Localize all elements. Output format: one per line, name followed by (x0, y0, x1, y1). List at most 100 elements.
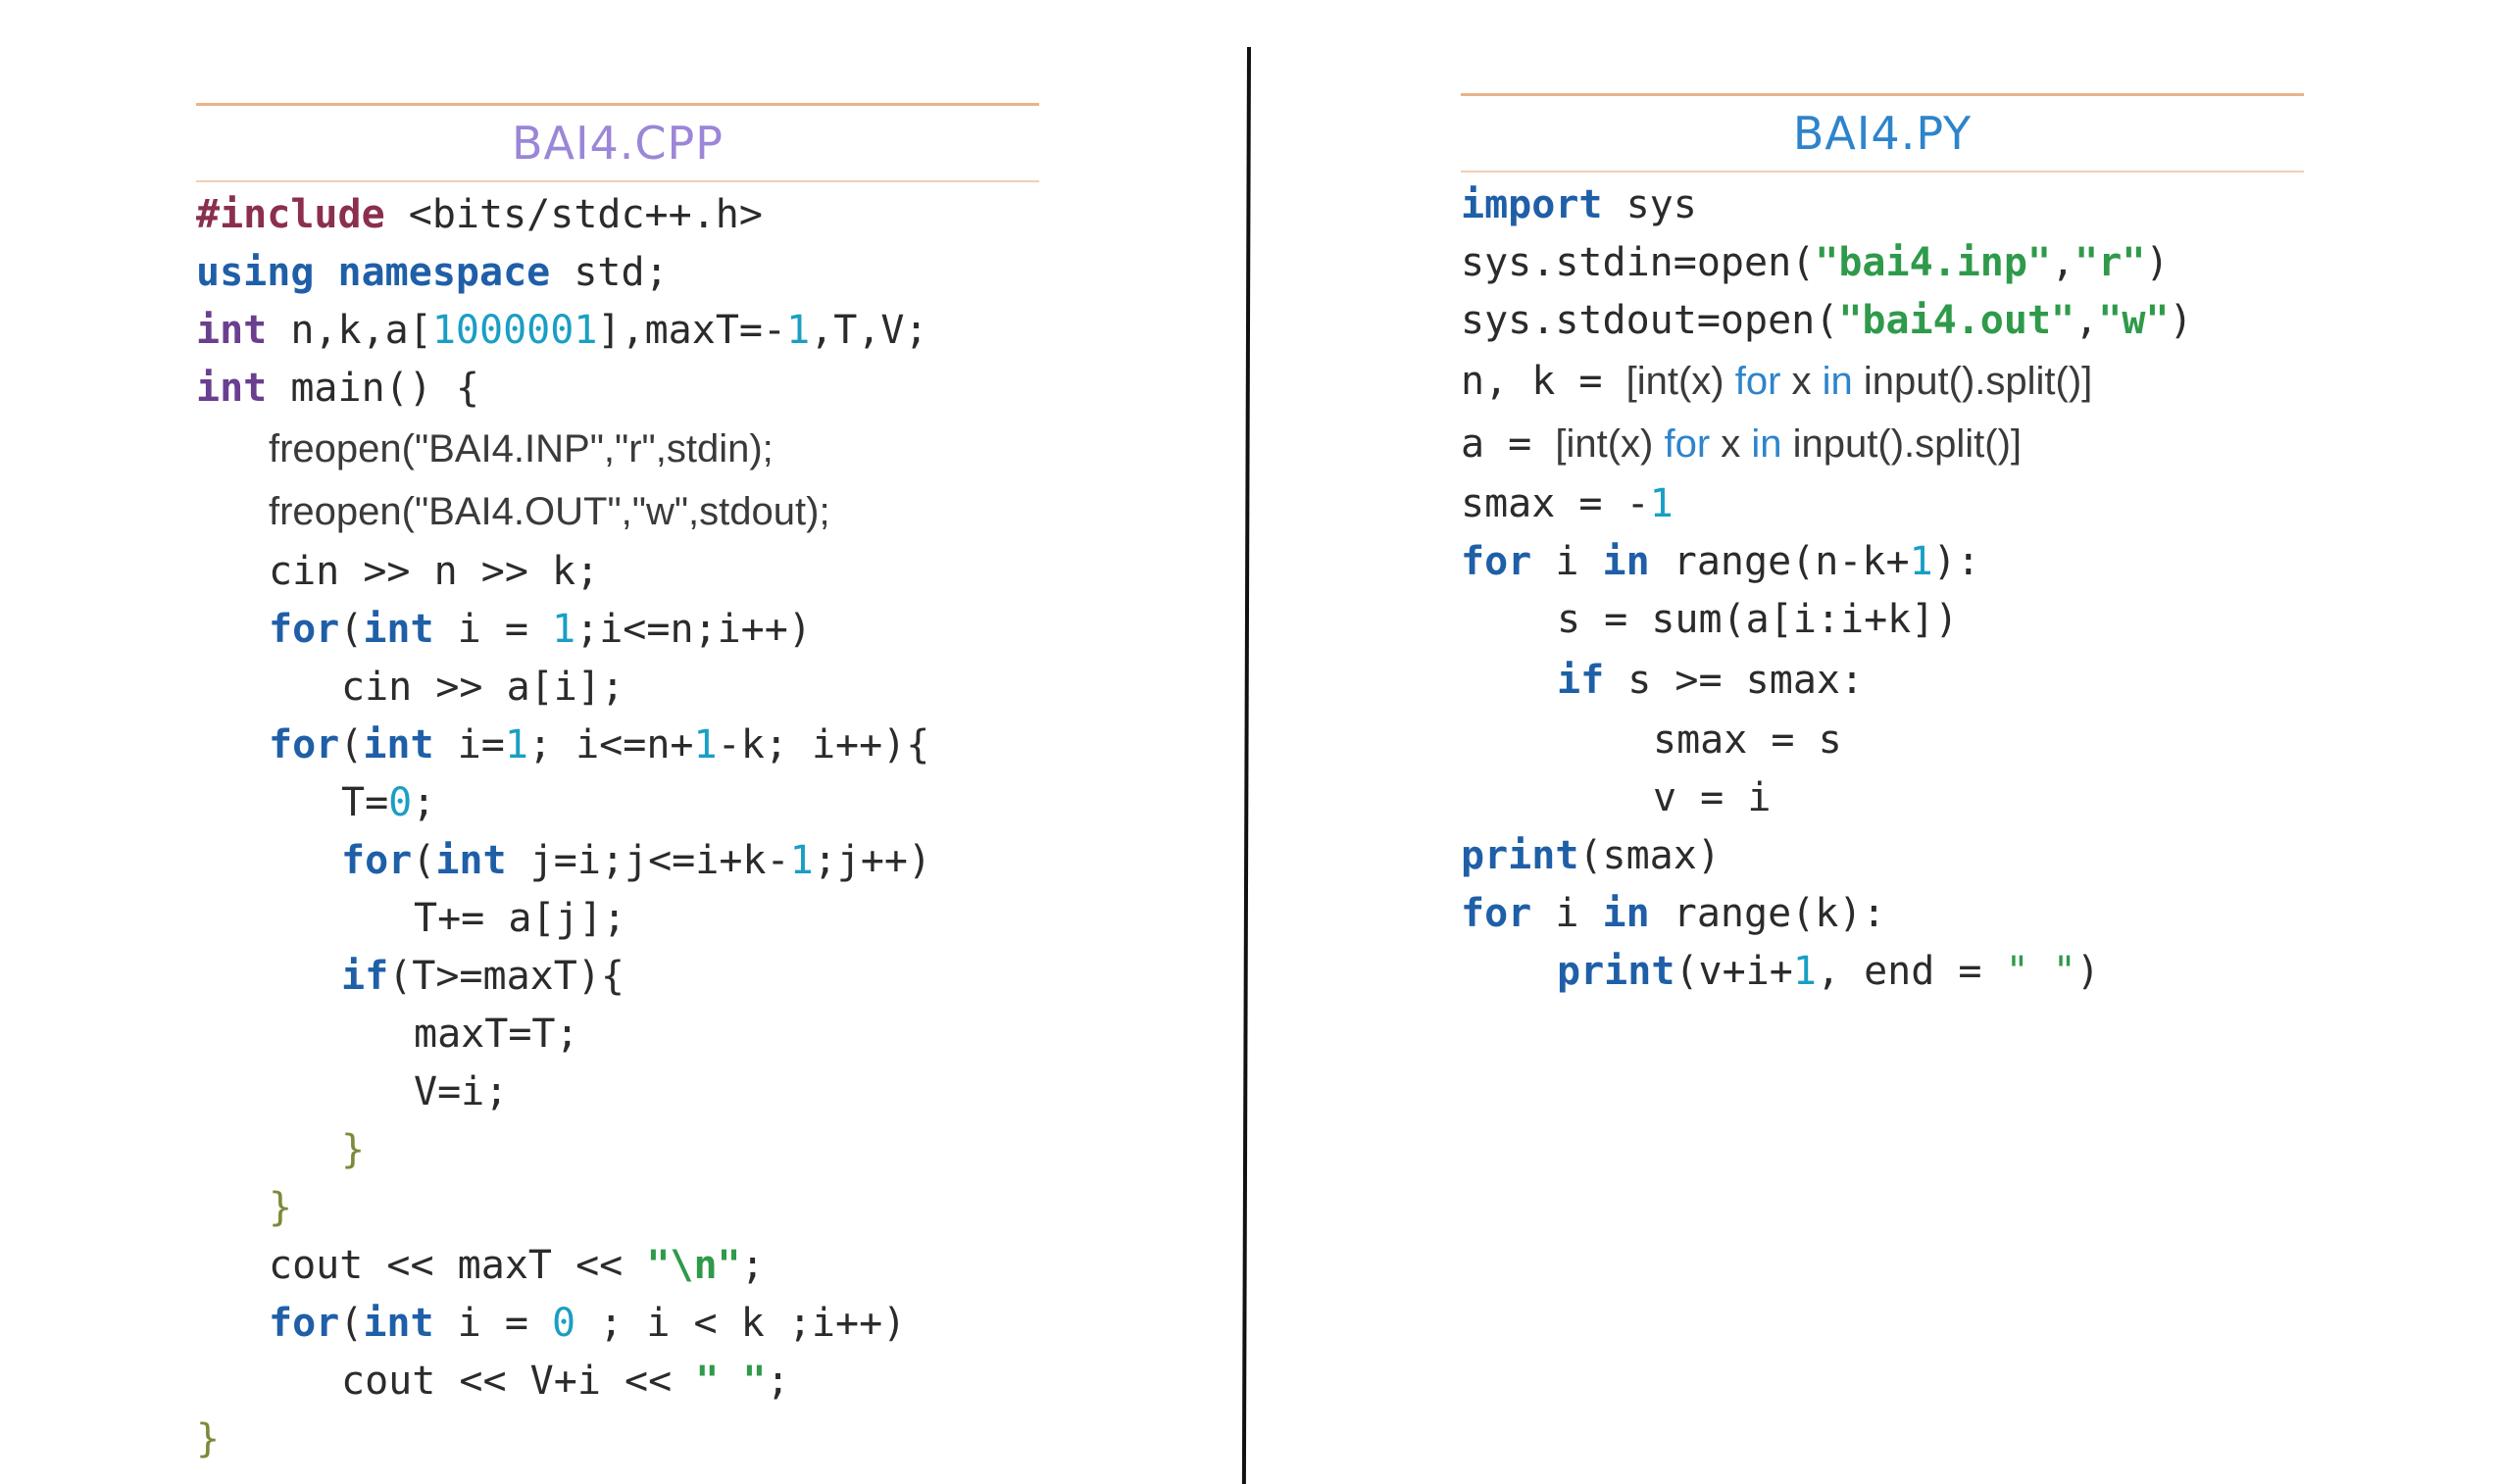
cpp-code-token: for (269, 722, 340, 767)
cpp-code-token: T+= a[j]; (414, 896, 626, 941)
cpp-code-token: int (196, 308, 268, 353)
cpp-code-token: n,k,a[ (267, 308, 432, 353)
py-code-line: n, k = [int(x) for x in input().split()] (1461, 350, 2304, 413)
py-code-token: x (1780, 360, 1823, 403)
cpp-code-token: ( (339, 722, 364, 767)
cpp-code-token: int (196, 366, 268, 411)
cpp-code-token: for (269, 1301, 340, 1346)
py-code-token: "r" (2074, 240, 2146, 285)
cpp-code-token: ( (339, 1301, 364, 1346)
cpp-code-token: } (269, 1185, 293, 1230)
py-code-token: 1 (1792, 949, 1817, 994)
py-code-token: sys (1602, 182, 1697, 227)
cpp-code-token: ,T,V; (810, 308, 928, 353)
py-code-line: sys.stdin=open("bai4.inp","r") (1461, 234, 2304, 292)
cpp-code-line: } (196, 1179, 1039, 1237)
py-code-line: print(smax) (1461, 827, 2304, 885)
cpp-code-token: 1 (789, 838, 814, 883)
cpp-code-token: if (341, 954, 389, 999)
cpp-code-token: using namespace (196, 250, 551, 295)
cpp-code-token: 0 (388, 780, 413, 825)
cpp-code-line: freopen("BAI4.INP","r",stdin); (196, 418, 1039, 480)
py-code-token: for (1734, 360, 1781, 403)
cpp-code-token: 1 (552, 607, 576, 652)
cpp-code-line: cout << V+i << " "; (196, 1353, 1039, 1410)
cpp-code-token: std; (550, 250, 669, 295)
py-code-token: , end = (1816, 949, 2006, 994)
cpp-code-token: cout << V+i << (341, 1359, 696, 1404)
py-code-token: for (1461, 891, 1532, 936)
python-title-bottom-rule (1461, 171, 2304, 173)
cpp-code-token: ; (412, 780, 436, 825)
cpp-code-line: #include <bits/stdc++.h> (196, 186, 1039, 244)
cpp-code-line: cin >> n >> k; (196, 543, 1039, 601)
py-code-token: v = i (1653, 775, 1772, 820)
py-code-token: i (1531, 539, 1603, 584)
py-code-line: if s >= smax: (1461, 649, 2304, 712)
cpp-code-token: main() { (267, 366, 479, 411)
py-code-token: input().split()] (1852, 360, 2093, 403)
cpp-code-token: #include (196, 192, 385, 237)
py-code-line: print(v+i+1, end = " ") (1461, 943, 2304, 1001)
cpp-code-token: "\n" (646, 1243, 741, 1288)
cpp-title-bottom-rule (196, 180, 1039, 182)
cpp-code-token: 1 (693, 722, 718, 767)
cpp-code-line: } (196, 1410, 1039, 1468)
cpp-code-line: T=0; (196, 774, 1039, 832)
cpp-code-line: V=i; (196, 1064, 1039, 1121)
cpp-code-token: T= (341, 780, 389, 825)
cpp-code-line: } (196, 1121, 1039, 1179)
py-code-line: for i in range(k): (1461, 885, 2304, 943)
py-code-token: ) (2145, 240, 2170, 285)
py-code-token: n, k = (1461, 359, 1626, 404)
cpp-file-title: BAI4.CPP (511, 117, 725, 170)
py-code-line: smax = s (1461, 712, 2304, 769)
py-code-line: import sys (1461, 176, 2304, 234)
center-divider-line (1241, 47, 1251, 1484)
cpp-code-line: T+= a[j]; (196, 890, 1039, 948)
py-code-token: input().split()] (1781, 422, 2023, 466)
cpp-code-line: cin >> a[i]; (196, 659, 1039, 717)
py-code-token: if (1557, 658, 1605, 703)
cpp-code-line: cout << maxT << "\n"; (196, 1237, 1039, 1295)
cpp-code-token: -k; i++){ (717, 722, 930, 767)
py-code-token: in (1602, 539, 1650, 584)
cpp-code-token: freopen("BAI4.INP","r",stdin); (269, 427, 774, 470)
cpp-code-token: ; i < k ;i++) (575, 1301, 907, 1346)
cpp-code-line: for(int i = 0 ; i < k ;i++) (196, 1295, 1039, 1353)
py-code-token: print (1461, 833, 1579, 878)
cpp-code-line: freopen("BAI4.OUT","w",stdout); (196, 480, 1039, 543)
cpp-code-token: maxT=T; (414, 1012, 579, 1057)
cpp-code-line: if(T>=maxT){ (196, 948, 1039, 1006)
py-code-line: sys.stdout=open("bai4.out","w") (1461, 292, 2304, 350)
py-code-token: in (1602, 891, 1650, 936)
py-code-token: sys.stdin=open( (1461, 240, 1816, 285)
py-code-line: for i in range(n-k+1): (1461, 533, 2304, 591)
python-title-top-rule (1461, 93, 2304, 96)
cpp-code-token: cin >> a[i]; (341, 665, 625, 710)
py-code-token: ) (2169, 298, 2193, 343)
py-code-token: print (1557, 949, 1675, 994)
py-code-token: ): (1932, 539, 1980, 584)
cpp-code-token: ;j++) (813, 838, 932, 883)
cpp-code-token: cin >> n >> k; (269, 549, 600, 594)
cpp-code-line: for(int i=1; i<=n+1-k; i++){ (196, 717, 1039, 774)
py-code-line: s = sum(a[i:i+k]) (1461, 591, 2304, 649)
py-code-token: 1 (1649, 481, 1674, 526)
py-code-token: smax = - (1461, 481, 1650, 526)
cpp-code-token: (T>=maxT){ (388, 954, 625, 999)
py-code-token: x (1710, 422, 1752, 466)
cpp-code-token: j=i;j<=i+k- (506, 838, 790, 883)
py-code-token: sys.stdout=open( (1461, 298, 1839, 343)
cpp-code-panel: BAI4.CPP #include <bits/stdc++.h> using n… (196, 103, 1039, 1468)
py-code-token: "w" (2098, 298, 2170, 343)
py-code-token: in (1751, 422, 1782, 466)
py-code-token: "bai4.out" (1838, 298, 2075, 343)
py-code-token: i (1531, 891, 1603, 936)
py-code-token: for (1664, 422, 1711, 466)
py-code-token: import (1461, 182, 1603, 227)
py-code-token: [int(x) (1555, 422, 1665, 466)
cpp-code-token: ; i<=n+ (527, 722, 694, 767)
cpp-code-token: cout << maxT << (269, 1243, 647, 1288)
py-code-token: "bai4.inp" (1815, 240, 2052, 285)
